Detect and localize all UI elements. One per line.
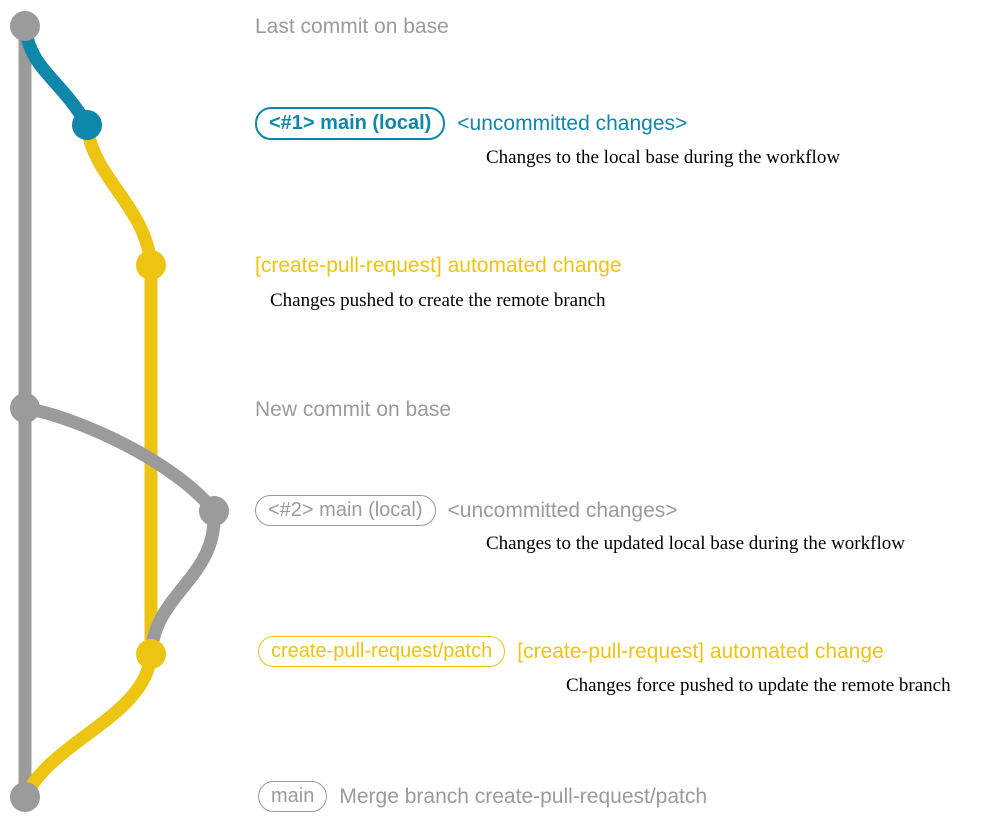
branch-badge-patch-2[interactable]: create-pull-request/patch	[258, 636, 506, 667]
commit-body-local-1: Changes to the local base during the wor…	[486, 147, 841, 168]
commit-row-base-merge: main Merge branch create-pull-request/pa…	[258, 781, 707, 812]
local2-branch-line	[18, 401, 221, 518]
commit-row-local-2: <#2> main (local) <uncommitted changes>	[255, 495, 678, 526]
commit-node-base-new[interactable]	[10, 393, 40, 423]
commit-subject-base-merge: Merge branch create-pull-request/patch	[339, 785, 708, 808]
commit-body-patch-1: Changes pushed to create the remote bran…	[270, 290, 606, 311]
local-branch-line	[18, 19, 94, 132]
commit-subject-patch-1: [create-pull-request] automated change	[255, 254, 622, 277]
patch-branch-line-1	[80, 118, 158, 272]
branch-badge-local-2[interactable]: <#2> main (local)	[255, 495, 436, 526]
commit-body-local-2: Changes to the updated local base during…	[486, 533, 905, 554]
commit-subject-patch-2: [create-pull-request] automated change	[517, 640, 884, 663]
commit-node-local-2[interactable]	[199, 496, 229, 526]
commit-row-local-1: <#1> main (local) <uncommitted changes>	[255, 107, 687, 140]
commit-node-base-merge[interactable]	[10, 782, 40, 812]
branch-badge-main[interactable]: main	[258, 781, 328, 812]
commit-node-patch-2[interactable]	[136, 639, 166, 669]
commit-node-local-1[interactable]	[72, 110, 102, 140]
commit-subject-local-2: <uncommitted changes>	[447, 499, 678, 522]
commit-subject-local-1: <uncommitted changes>	[457, 112, 688, 135]
commit-row-patch-2: create-pull-request/patch [create-pull-r…	[258, 636, 884, 667]
merge-line	[18, 647, 158, 804]
commit-subject-base-last: Last commit on base	[255, 15, 449, 38]
commit-subject-base-new: New commit on base	[255, 398, 452, 421]
branch-badge-local-1[interactable]: <#1> main (local)	[255, 107, 446, 140]
local2-to-patch-line	[144, 504, 221, 661]
commit-node-base-last[interactable]	[10, 11, 40, 41]
commit-body-patch-2: Changes force pushed to update the remot…	[566, 675, 951, 696]
commit-node-patch-1[interactable]	[136, 250, 166, 280]
